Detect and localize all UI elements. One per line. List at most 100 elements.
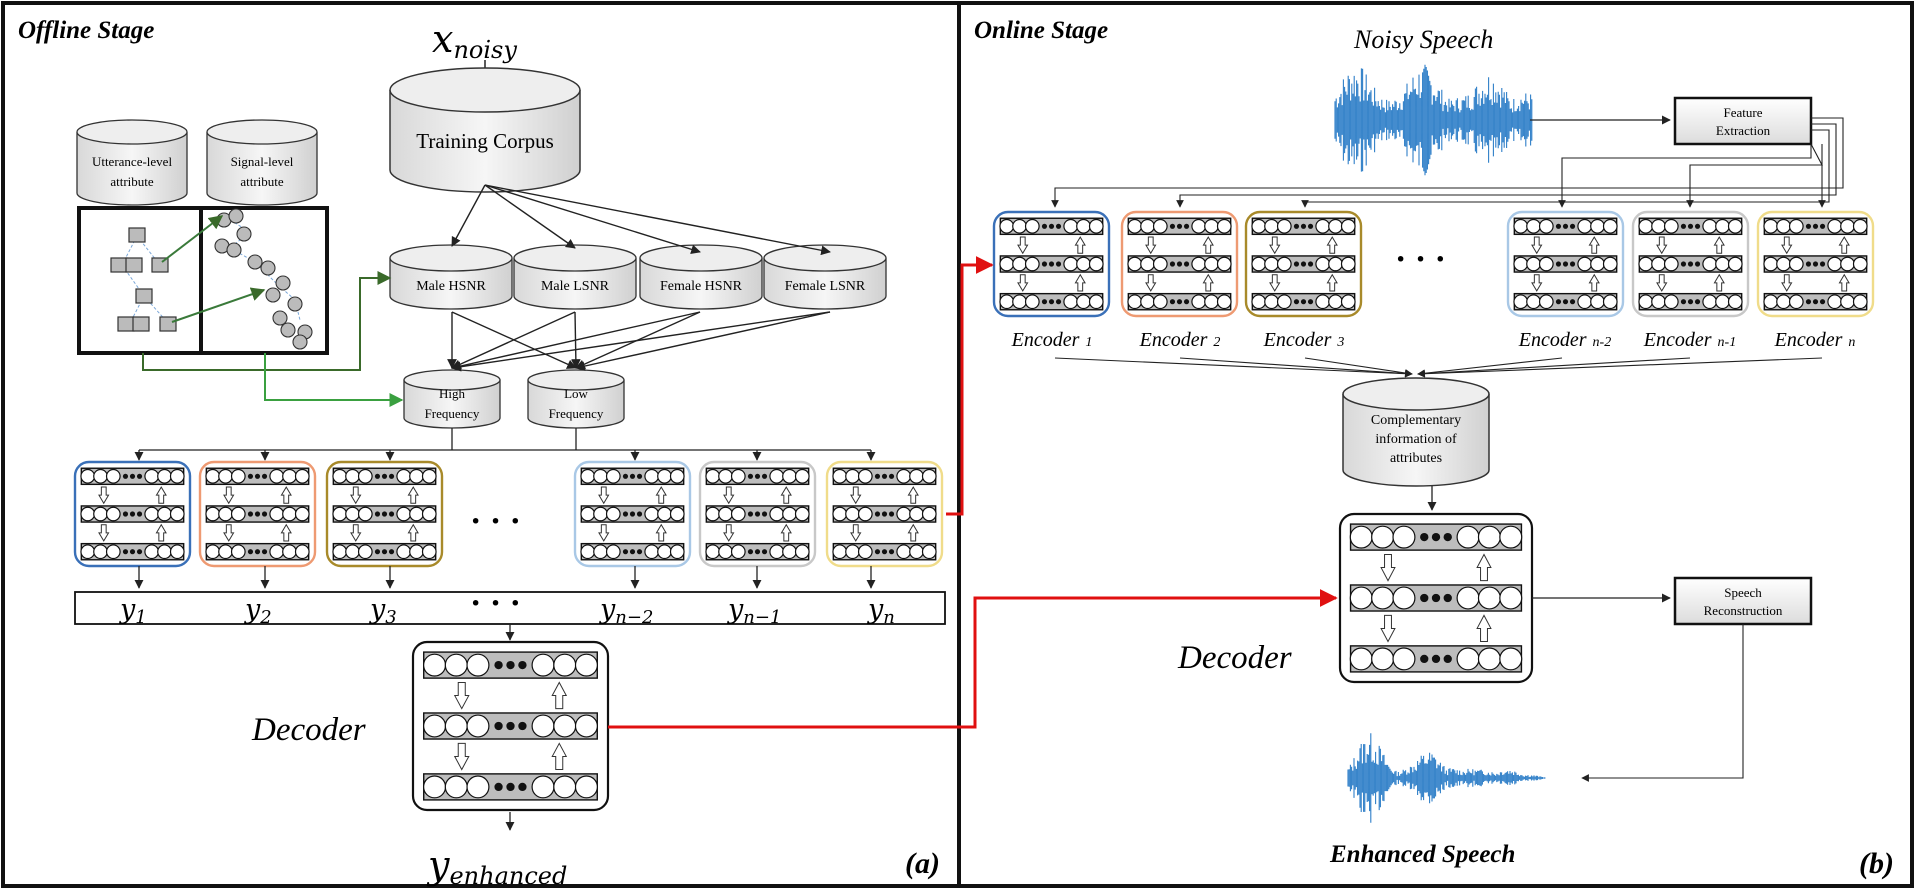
offline-encoder-6 — [825, 460, 944, 568]
cluster-cylinder-1: Male HSNR — [389, 244, 513, 310]
cluster-label-3: Female HSNR — [660, 279, 743, 294]
online-panel-frame — [957, 1, 1914, 888]
encoder-sub: 1 — [1085, 335, 1092, 350]
attribute-frame — [77, 206, 329, 355]
high-frequency-label-1: High — [439, 386, 466, 401]
output-y-sub: 1 — [135, 607, 146, 628]
offline-panel-tag: (a) — [905, 847, 940, 880]
output-y-5: yn−1 — [727, 594, 781, 628]
cluster-cylinder-3: Female HSNR — [639, 244, 763, 310]
enhanced-speech-label: Enhanced Speech — [1329, 841, 1515, 868]
output-y-4: yn−2 — [599, 594, 653, 628]
signal-attribute-cylinder: Signal-level attribute — [206, 119, 318, 206]
frequency-encoder-links — [134, 428, 876, 461]
offline-encoder-1 — [73, 460, 192, 568]
input-noisy-label: xnoisy — [432, 17, 517, 64]
enhanced-output-main: y — [426, 843, 450, 887]
complementary-label-3: attributes — [1390, 451, 1442, 466]
cluster-cylinder-2: Male LSNR — [513, 244, 637, 310]
cluster-label-1: Male HSNR — [416, 279, 486, 294]
enhanced-output-sub: enhanced — [449, 862, 567, 889]
input-noisy-sub: noisy — [453, 36, 517, 64]
noisy-waveform — [1334, 64, 1533, 176]
complementary-information-cylinder: Complementary information of attributes — [1342, 377, 1490, 487]
output-y-main: y — [727, 594, 744, 625]
utterance-attribute-cylinder: Utterance-level attribute — [76, 119, 188, 206]
enhanced-waveform — [1347, 733, 1546, 823]
decoder-transfer-link — [608, 589, 1338, 729]
high-frequency-cylinder: High Frequency — [403, 369, 501, 429]
training-corpus-label: Training Corpus — [416, 129, 554, 153]
output-y-sub: 3 — [385, 607, 396, 628]
output-y-2: y2 — [244, 594, 272, 628]
encoder-sub: n-1 — [1718, 335, 1737, 350]
online-encoder-label-4: Encoder n-2 — [1518, 329, 1611, 351]
encoder-sub: 2 — [1213, 335, 1220, 350]
encoder-name: Encoder — [1263, 329, 1332, 351]
online-encoder-6 — [1756, 210, 1875, 318]
training-corpus-cylinder: Training Corpus — [389, 67, 581, 193]
online-encoder-label-1: Encoder 1 — [1011, 329, 1093, 351]
encoder-name: Encoder — [1518, 329, 1587, 351]
encoder-name: Encoder — [1011, 329, 1080, 351]
feature-extraction-label-2: Extraction — [1716, 123, 1771, 138]
output-y-main: y — [369, 594, 386, 625]
output-y-1: y1 — [119, 594, 147, 628]
enhanced-output-label: yenhanced — [426, 843, 567, 889]
offline-encoder-4 — [573, 460, 692, 568]
online-encoder-1 — [992, 210, 1111, 318]
low-frequency-cylinder: Low Frequency — [527, 369, 625, 429]
reconstruction-to-output-link — [1581, 624, 1744, 782]
input-noisy-main: x — [432, 17, 453, 61]
cluster-cylinder-4: Female LSNR — [763, 244, 887, 310]
output-y-main: y — [244, 594, 261, 625]
output-y-main: y — [119, 594, 136, 625]
offline-decoder-block — [411, 640, 610, 812]
signal-attribute-label-1: Signal-level — [231, 154, 294, 169]
output-y-sub: n−1 — [743, 607, 781, 628]
corpus-cluster-links — [447, 184, 831, 372]
utterance-attribute-label-1: Utterance-level — [92, 154, 173, 169]
output-y-sub: n−2 — [615, 607, 653, 628]
online-encoder-label-3: Encoder 3 — [1263, 329, 1345, 351]
online-encoder-5 — [1631, 210, 1750, 318]
feature-fanout-links — [1051, 117, 1844, 208]
online-decoder-block — [1338, 512, 1534, 684]
encoder-sub: n-2 — [1593, 335, 1612, 350]
offline-encoder-5 — [698, 460, 817, 568]
encoder-merge-links — [1054, 357, 1823, 378]
encoder-name: Encoder — [1774, 329, 1843, 351]
encoder-sub: n — [1848, 335, 1855, 350]
online-stage-title: Online Stage — [974, 17, 1108, 44]
output-y-3: y3 — [369, 594, 397, 628]
feature-extraction-label-1: Feature — [1724, 105, 1763, 120]
online-panel-tag: (b) — [1859, 847, 1894, 880]
encoder-sub: 3 — [1336, 335, 1344, 350]
output-y-sub: 2 — [259, 607, 271, 628]
low-frequency-label-2: Frequency — [549, 406, 604, 421]
speech-reconstruction-label-1: Speech — [1724, 585, 1762, 600]
cluster-label-2: Male LSNR — [541, 279, 610, 294]
offline-decoder-label: Decoder — [251, 712, 366, 748]
noisy-speech-label: Noisy Speech — [1353, 25, 1493, 54]
cluster-label-4: Female LSNR — [785, 279, 866, 294]
utterance-attribute-label-2: attribute — [110, 174, 154, 189]
online-encoder-label-5: Encoder n-1 — [1643, 329, 1736, 351]
signal-to-frequency-link — [264, 353, 404, 407]
offline-encoder-ellipsis: · · · — [470, 503, 521, 540]
offline-output-ellipsis: · · · — [470, 585, 521, 622]
high-frequency-label-2: Frequency — [425, 406, 480, 421]
output-y-sub: n — [883, 607, 895, 628]
complementary-label-1: Complementary — [1371, 413, 1461, 428]
encoder-name: Encoder — [1643, 329, 1712, 351]
output-y-main: y — [599, 594, 616, 625]
online-encoder-label-6: Encoder n — [1774, 329, 1856, 351]
offline-encoder-3 — [325, 460, 444, 568]
online-encoder-4 — [1506, 210, 1625, 318]
output-y-6: yn — [867, 594, 895, 628]
online-encoder-ellipsis: · · · — [1395, 241, 1446, 278]
offline-encoder-2 — [198, 460, 317, 568]
